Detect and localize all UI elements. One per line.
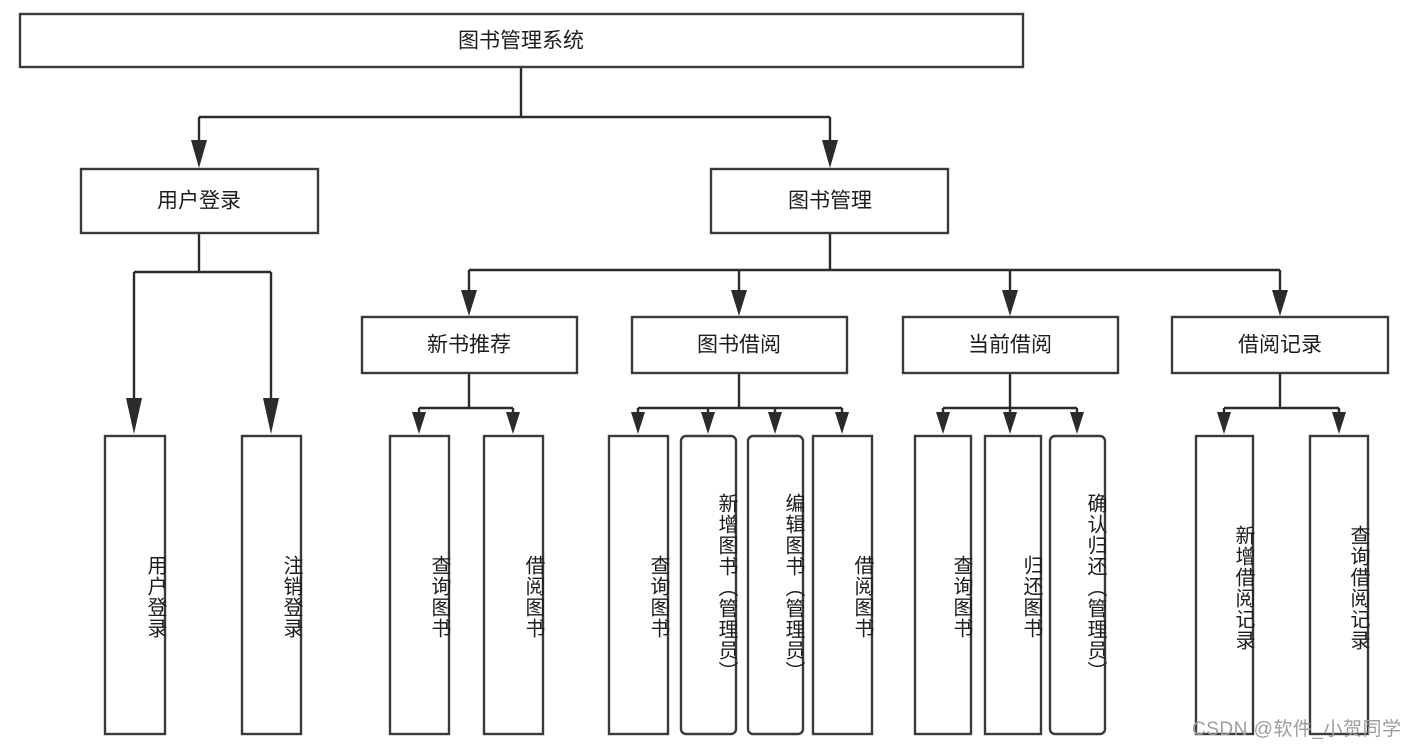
arrowhead-book-borrow: [731, 290, 747, 316]
leaf-boxes: [103, 434, 1370, 736]
node-borrow-record-label: 借阅记录: [1238, 334, 1322, 357]
connectors-user-login-to-leaves: [126, 233, 279, 434]
connectors-root-to-level2: [191, 67, 838, 168]
connectors-book-manage-to-level3: [461, 233, 1288, 316]
leaf-query-book-1-box[interactable]: [388, 434, 451, 736]
arrowhead-bb-leaf2: [701, 412, 715, 434]
connectors-new-book-recommend-to-leaves: [412, 373, 520, 434]
arrowhead-new-book-recommend: [461, 290, 477, 316]
arrowhead-cb-leaf2: [1003, 412, 1017, 434]
arrowhead-bb-leaf3: [768, 412, 782, 434]
leaf-borrow-book-2-box[interactable]: [811, 434, 874, 736]
leaf-user-login-box[interactable]: [103, 434, 167, 736]
arrowhead-bb-leaf4: [835, 412, 849, 434]
leaf-return-book-box[interactable]: [983, 434, 1043, 736]
arrowhead-br-leaf1: [1217, 412, 1231, 434]
node-user-login-label: 用户登录: [157, 190, 241, 213]
leaf-query-book-2-box[interactable]: [607, 434, 670, 736]
arrowhead-br-leaf2: [1332, 412, 1346, 434]
node-borrow-record-box[interactable]: [1170, 315, 1390, 375]
arrowhead-ul-leaf1: [126, 398, 142, 434]
node-book-borrow-label: 图书借阅: [697, 334, 781, 357]
node-user-login-box[interactable]: [79, 167, 320, 235]
leaf-query-record-box[interactable]: [1308, 434, 1370, 736]
node-user-login[interactable]: 用户登录: [79, 167, 320, 235]
node-root-label: 图书管理系统: [458, 30, 584, 53]
node-current-borrow-box[interactable]: [901, 315, 1120, 375]
node-current-borrow-label: 当前借阅: [968, 334, 1052, 357]
node-new-book-recommend[interactable]: 新书推荐: [360, 315, 579, 375]
leaf-add-book-box[interactable]: [679, 434, 738, 736]
connectors-book-borrow-to-leaves: [631, 373, 849, 434]
leaf-logout-login-box[interactable]: [240, 434, 303, 736]
arrowhead-nbr-leaf2: [506, 412, 520, 434]
arrowhead-book-manage: [822, 140, 838, 168]
arrowhead-bb-leaf1: [631, 412, 645, 434]
node-book-manage-label: 图书管理: [788, 190, 872, 213]
leaf-edit-book-box[interactable]: [746, 434, 805, 736]
leaf-add-record-box[interactable]: [1194, 434, 1255, 736]
leaf-confirm-return-box[interactable]: [1048, 434, 1107, 736]
node-book-borrow[interactable]: 图书借阅: [630, 315, 849, 375]
leaf-query-book-3-box[interactable]: [913, 434, 973, 736]
csdn-watermark: CSDN @软件_小贺同学: [1192, 719, 1402, 740]
node-root-box[interactable]: [18, 12, 1025, 69]
connectors-current-borrow-to-leaves: [936, 373, 1084, 434]
node-book-manage-box[interactable]: [709, 167, 950, 235]
arrowhead-nbr-leaf1: [412, 412, 426, 434]
node-book-manage[interactable]: 图书管理: [709, 167, 950, 235]
node-root[interactable]: 图书管理系统: [18, 12, 1025, 69]
arrowhead-cb-leaf3: [1070, 412, 1084, 434]
arrowhead-user-login: [191, 140, 207, 168]
node-current-borrow[interactable]: 当前借阅: [901, 315, 1120, 375]
arrowhead-cb-leaf1: [936, 412, 950, 434]
node-book-borrow-box[interactable]: [630, 315, 849, 375]
arrowhead-current-borrow: [1002, 290, 1018, 316]
node-new-book-recommend-label: 新书推荐: [427, 334, 511, 357]
arrowhead-ul-leaf2: [263, 398, 279, 434]
node-new-book-recommend-box[interactable]: [360, 315, 579, 375]
node-borrow-record[interactable]: 借阅记录: [1170, 315, 1390, 375]
arrowhead-borrow-record: [1272, 290, 1288, 316]
connectors-borrow-record-to-leaves: [1217, 373, 1346, 434]
leaf-borrow-book-1-box[interactable]: [482, 434, 545, 736]
